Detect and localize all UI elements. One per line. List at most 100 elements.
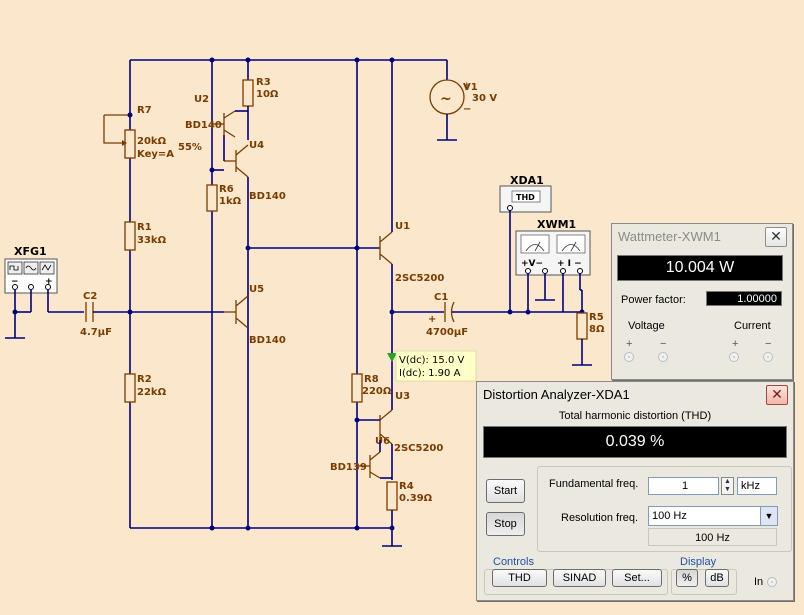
- u5-label: U5: [249, 284, 264, 295]
- u6-transistor[interactable]: [357, 440, 392, 479]
- svg-text:+: +: [463, 81, 471, 91]
- r2-value: 22kΩ: [137, 387, 167, 398]
- u4-part: BD140: [249, 191, 286, 202]
- thd-reading: 0.039 %: [483, 426, 787, 458]
- c2-label: C2: [83, 291, 97, 302]
- r6-value: 1kΩ: [219, 196, 242, 207]
- r6-resistor[interactable]: [206, 184, 218, 212]
- voltage-plus-terminal[interactable]: [624, 352, 634, 362]
- u1-part: 2SC5200: [395, 273, 444, 284]
- wattmeter-close-button[interactable]: ✕: [765, 227, 787, 247]
- r4-resistor[interactable]: [386, 481, 398, 511]
- r1-label: R1: [137, 222, 152, 233]
- svg-text:+ I −: + I −: [557, 259, 582, 269]
- u3-label: U3: [395, 391, 410, 402]
- r7-potentiometer[interactable]: [103, 114, 136, 159]
- voltage-label: Voltage: [628, 320, 665, 332]
- power-factor-value: 1.00000: [706, 291, 782, 306]
- u4-transistor[interactable]: [224, 144, 249, 178]
- xfg1-function-generator[interactable]: − +: [4, 258, 58, 294]
- r8-value: 220Ω: [362, 386, 392, 397]
- fundamental-freq-spinner[interactable]: ▲▼: [721, 477, 734, 495]
- u3-part: 2SC5200: [394, 443, 443, 454]
- v1-value: 30 V: [472, 93, 497, 104]
- v1-source[interactable]: ~: [429, 79, 465, 115]
- set-button[interactable]: Set...: [612, 569, 662, 587]
- r5-label: R5: [589, 312, 604, 323]
- resolution-freq-label: Resolution freq.: [561, 512, 639, 524]
- svg-text:~: ~: [440, 91, 452, 107]
- u1-transistor[interactable]: [379, 231, 393, 265]
- current-plus-terminal[interactable]: [729, 352, 739, 362]
- voltage-plus-sign: +: [626, 338, 633, 350]
- current-plus-sign: +: [732, 338, 739, 350]
- r1-resistor[interactable]: [124, 221, 136, 251]
- fundamental-unit[interactable]: kHz: [737, 477, 777, 495]
- c2-capacitor[interactable]: [85, 302, 94, 322]
- frequency-group: [537, 466, 792, 552]
- r2-label: R2: [137, 374, 152, 385]
- wattmeter-window[interactable]: Wattmeter-XWM1 ✕ 10.004 W Power factor: …: [611, 223, 793, 380]
- u3-transistor[interactable]: [379, 409, 393, 445]
- u5-transistor[interactable]: [224, 295, 249, 329]
- r5-value: 8Ω: [589, 324, 605, 335]
- r3-resistor[interactable]: [242, 79, 254, 107]
- r1-value: 33kΩ: [137, 235, 167, 246]
- r8-label: R8: [364, 374, 379, 385]
- r8-resistor[interactable]: [351, 373, 363, 403]
- u2-part: BD140: [185, 120, 222, 131]
- c1-value: 4700µF: [426, 327, 468, 338]
- r4-label: R4: [399, 481, 414, 492]
- probe-marker[interactable]: [387, 353, 397, 362]
- start-button[interactable]: Start: [486, 479, 525, 503]
- r5-resistor[interactable]: [576, 312, 588, 340]
- probe-voltage: V(dc): 15.0 V: [399, 355, 464, 366]
- thd-heading: Total harmonic distortion (THD): [558, 410, 712, 422]
- db-button[interactable]: dB: [705, 569, 729, 587]
- resolution-freq-select[interactable]: 100 Hz ▼: [648, 506, 778, 526]
- r7-label: R7: [137, 105, 152, 116]
- svg-text:−: −: [463, 104, 471, 115]
- u4-label: U4: [249, 140, 264, 151]
- analyzer-title: Distortion Analyzer-XDA1: [483, 387, 630, 402]
- r3-value: 10Ω: [256, 89, 279, 100]
- distortion-analyzer-window[interactable]: Distortion Analyzer-XDA1 ✕ Total harmoni…: [476, 381, 794, 601]
- u1-label: U1: [395, 221, 410, 232]
- svg-text:+: +: [45, 277, 53, 287]
- power-factor-label: Power factor:: [621, 294, 686, 306]
- chevron-down-icon[interactable]: ▼: [760, 507, 777, 525]
- display-group: [671, 569, 737, 595]
- xfg1-label: XFG1: [14, 245, 47, 258]
- thd-button[interactable]: THD: [492, 569, 547, 587]
- input-terminal[interactable]: [767, 577, 777, 587]
- c1-capacitor[interactable]: [444, 301, 455, 323]
- percent-button[interactable]: %: [676, 569, 698, 587]
- controls-label: Controls: [491, 556, 536, 568]
- sinad-button[interactable]: SINAD: [553, 569, 606, 587]
- current-minus-terminal[interactable]: [763, 352, 773, 362]
- probe-current: I(dc): 1.90 A: [399, 368, 461, 379]
- v1-label: V1: [463, 82, 478, 93]
- resolution-freq-readout: 100 Hz: [648, 528, 777, 546]
- stop-button[interactable]: Stop: [486, 512, 525, 536]
- wattmeter-title: Wattmeter-XWM1: [618, 229, 721, 244]
- input-label: In: [754, 576, 764, 588]
- fundamental-freq-input[interactable]: 1: [648, 477, 719, 495]
- r2-resistor[interactable]: [124, 373, 136, 403]
- u2-transistor[interactable]: [212, 110, 248, 138]
- xda1-distortion-analyzer-icon[interactable]: THD: [499, 185, 552, 213]
- svg-text:+V−: +V−: [521, 259, 543, 269]
- voltage-minus-terminal[interactable]: [658, 352, 668, 362]
- current-label: Current: [734, 320, 771, 332]
- voltage-minus-sign: −: [660, 338, 667, 350]
- current-minus-sign: −: [765, 338, 772, 350]
- resolution-freq-value: 100 Hz: [652, 510, 687, 522]
- xwm1-wattmeter-icon[interactable]: +V− + I −: [515, 230, 591, 276]
- r7-key: Key=A: [137, 149, 174, 160]
- svg-text:−: −: [11, 277, 19, 287]
- svg-text:+: +: [428, 314, 436, 325]
- c1-label: C1: [434, 292, 448, 303]
- analyzer-close-button[interactable]: ✕: [766, 385, 788, 405]
- u6-part: BD139: [330, 462, 367, 473]
